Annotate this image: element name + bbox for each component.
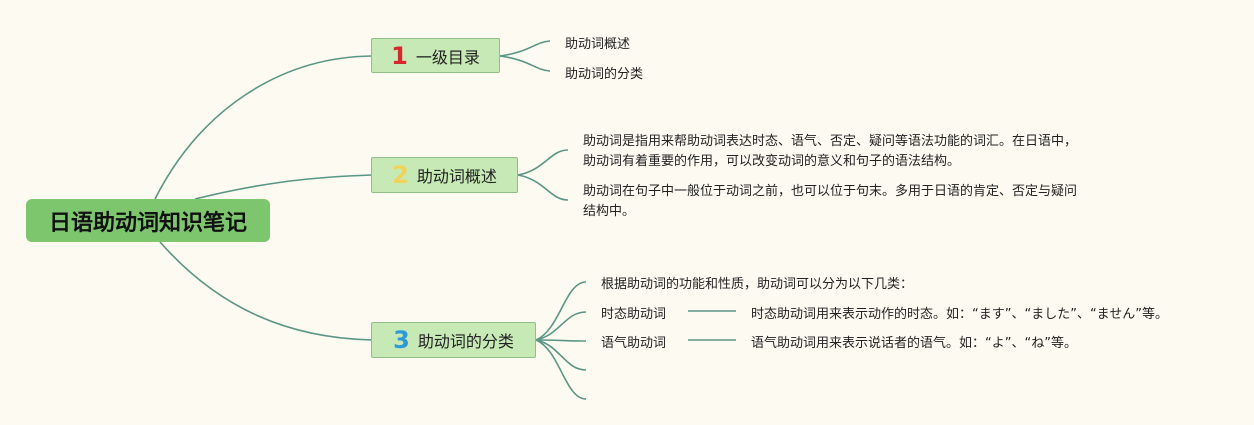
connector-b2-para-2 <box>517 174 569 201</box>
type-2-name[interactable]: 语气助动词 <box>601 336 667 351</box>
branch-topic-1[interactable]: 1 一级目录 <box>371 38 500 73</box>
root-topic[interactable]: 日语助动词知识笔记 <box>26 199 270 242</box>
branch-2-label: 助动词概述 <box>416 167 497 186</box>
connector-b3-item-2 <box>535 311 587 341</box>
connector-b3-item-3 <box>535 339 587 342</box>
connector-root-branch-2 <box>194 174 373 200</box>
branch-1-label: 一级目录 <box>415 47 480 67</box>
branch-topic-2[interactable]: 2 助动词概述 <box>371 157 518 193</box>
branch-1-number: 1 <box>391 41 408 70</box>
branch-3-label: 助动词的分类 <box>417 332 514 351</box>
type-1-name[interactable]: 时态助动词 <box>601 307 667 322</box>
branch-2-number: 2 <box>392 161 409 189</box>
branch-2-paragraph-1[interactable]: 助动词是指用来帮助动词表达时态、语气、否定、疑问等语法功能的词汇。在日语中，助动… <box>583 134 1078 169</box>
connector-b1-leaf-2 <box>499 55 551 72</box>
branch-1-leaf-2[interactable]: 助动词的分类 <box>565 67 644 82</box>
branch-topic-3[interactable]: 3 助动词的分类 <box>371 322 536 358</box>
connector-b3-item-4 <box>535 339 587 371</box>
branch-3-intro[interactable]: 根据助动词的功能和性质，助动词可以分为以下几类： <box>601 277 914 292</box>
branch-2-paragraph-2[interactable]: 助动词在句子中一般位于动词之前，也可以位于句末。多用于日语的肯定、否定与疑问结构… <box>583 184 1078 219</box>
connector-b1-leaf-1 <box>499 40 551 57</box>
connector-root-branch-1 <box>154 55 373 200</box>
connector-b3-item-1 <box>535 281 587 341</box>
connector-b2-para-1 <box>517 149 569 176</box>
type-1-description[interactable]: 时态助动词用来表示动作的时态。如：“ます”、“ました”、“ません”等。 <box>751 307 1169 322</box>
root-topic-label: 日语助动词知识笔记 <box>48 210 247 236</box>
connector-root-branch-3 <box>159 241 373 341</box>
branch-3-number: 3 <box>393 326 410 354</box>
connector-b3-item-5 <box>535 339 587 400</box>
type-2-description[interactable]: 语气助动词用来表示说话者的语气。如：“よ”、“ね”等。 <box>751 336 1077 351</box>
branch-1-leaf-1[interactable]: 助动词概述 <box>565 37 631 52</box>
